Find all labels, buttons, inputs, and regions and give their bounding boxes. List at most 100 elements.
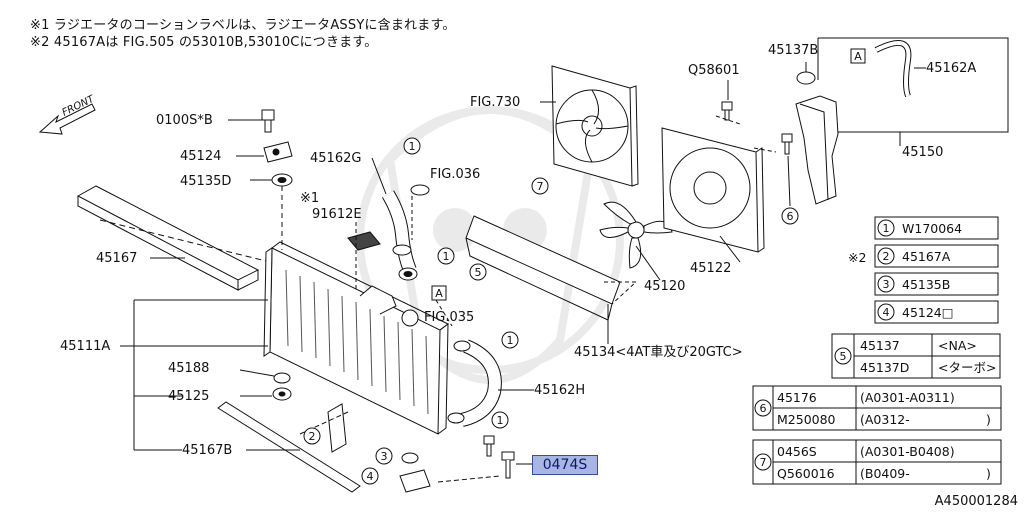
note-2: ※2 45167Aは FIG.505 の53010B,53010Cにつきます。 [30,35,378,50]
label-star1: ※1 [300,191,319,206]
label-q58601: Q58601 [688,63,740,78]
fan-shroud-45122-icon [661,127,765,253]
callout-4: 4 [367,470,374,483]
radiator-45111a-icon [263,241,449,435]
clamp-lower-icon [447,340,471,424]
ref-num-4: 4 [883,306,890,319]
table6-note-1: (A0301-A0311) [860,390,955,405]
label-45167b: 45167B [182,443,232,458]
fan-motor-fig730-icon [551,65,639,187]
label-45122: 45122 [690,261,731,276]
bolt-0100s-icon [261,109,275,133]
cap-45137-icon [398,267,418,281]
drawing-code: A450001284 [934,494,1018,509]
callout-5: 5 [475,266,482,279]
highlight-box[interactable] [532,455,598,475]
cushion-45125-icon [272,387,292,401]
table5-part-1: 45137 [860,338,900,353]
clamp-upper-icon [410,184,430,196]
ref-table-frame [874,216,999,324]
table7-note-1: (A0301-B0408) [860,444,955,459]
reservoir-45150-icon [795,95,839,205]
table6-num: 6 [760,402,767,415]
seal-45167b-icon [217,401,361,493]
ref-num-2: 2 [883,250,890,263]
bolt-small-icon [483,435,495,457]
table6-part-1: 45176 [777,390,817,405]
hose-45162a-icon [874,39,912,98]
label-45125: 45125 [168,389,209,404]
bracket-45124-icon [263,141,293,163]
label-45162a: 45162A [926,61,976,76]
table7-part-2: Q560016 [777,466,835,481]
table6-note-2: (A0312- [860,412,910,427]
table7-note-2: (B0409- [860,466,910,481]
label-45188: 45188 [168,361,209,376]
callout-1d: 1 [497,414,504,427]
callout-7: 7 [537,180,544,193]
table6-part-2: M250080 [777,412,836,427]
highlighted-part-0474s[interactable]: 0474S [542,457,588,473]
hose-45162h-icon [460,339,502,427]
table6-frame [752,385,1002,431]
label-fig035: FIG.035 [424,310,474,325]
fan-45120-icon [599,201,673,269]
note-1: ※1 ラジエータのコーションラベルは、ラジエータASSYに含まれます。 [30,18,456,33]
front-arrow-icon [38,103,96,135]
callout-3: 3 [381,450,388,463]
seal-45167a-icon [327,403,347,453]
label-45111a: 45111A [60,339,110,354]
cap-45137b-icon [796,71,816,85]
ref-part-3: 45135B [902,277,950,292]
label-45167: 45167 [96,251,137,266]
label-45120: 45120 [644,279,685,294]
table5-part-2: 45137D [860,360,909,375]
bushing-45188-icon [273,372,291,384]
label-45124: 45124 [180,149,221,164]
label-45137b: 45137B [768,43,818,58]
label-0100s: 0100S*B [156,113,213,128]
callout-a-radiator: A [435,287,443,300]
table7-end-2: ) [986,466,991,481]
table7-frame [752,439,1002,485]
hose-45162g-icon [381,190,417,273]
label-45162g: 45162G [310,151,361,166]
table6-end-2: ) [986,412,991,427]
clamp-icon [392,244,412,256]
bracket-45124-lower-icon [399,469,431,493]
label-45135d: 45135D [180,174,231,189]
label-91612e: 91612E [312,207,362,222]
table7-part-1: 0456S [777,444,817,459]
ref-num-1: 1 [883,222,890,235]
ref-part-1: W170064 [902,221,962,236]
table7-num: 7 [760,456,767,469]
label-45134: 45134<4AT車及び20GTC> [574,345,743,360]
caution-label-91612e-icon [347,231,381,251]
table5-frame [831,333,1001,379]
label-45150: 45150 [902,145,943,160]
bolt-0474s-icon [501,451,515,479]
table5-note-2: <ターボ> [938,360,996,375]
duct-45134-icon [465,215,621,321]
callout-1a: 1 [409,140,416,153]
table5-num: 5 [840,350,847,363]
ref-table-star: ※2 [848,250,866,265]
bolt-q58601-icon [721,101,733,121]
ref-part-4: 45124□ [902,305,954,320]
table5-note-1: <NA> [938,338,977,353]
callout-a-reservoir: A [854,50,862,63]
cushion-45135b-icon [401,452,419,464]
bolt-45176-icon [781,133,793,155]
ref-part-2: 45167A [902,249,951,264]
label-fig730: FIG.730 [470,95,520,110]
callout-1c: 1 [507,334,514,347]
ref-num-3: 3 [883,278,890,291]
seal-45167-icon [76,185,260,291]
label-fig036: FIG.036 [430,167,480,182]
callout-6: 6 [787,210,794,223]
callout-2: 2 [309,430,316,443]
callout-1b: 1 [443,250,450,263]
label-45162h: 45162H [534,383,585,398]
